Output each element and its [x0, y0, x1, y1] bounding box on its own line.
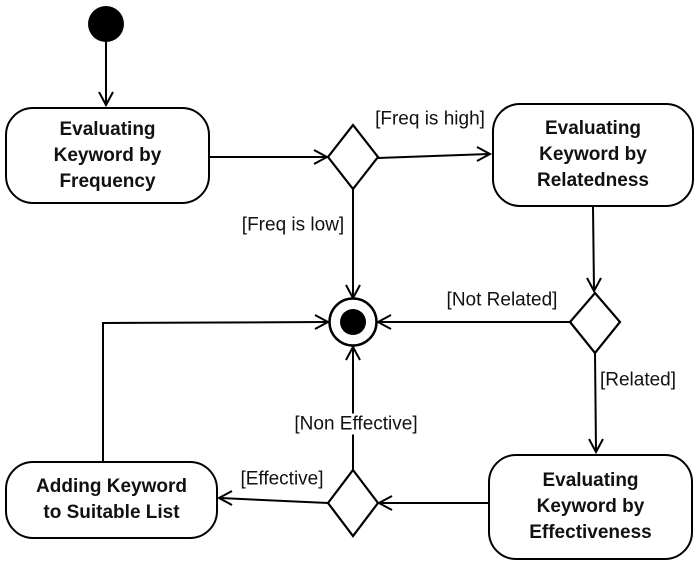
activity-label-adding: Adding Keyword to Suitable List	[36, 476, 187, 523]
edge-decision-to-final-not-related	[375, 314, 570, 330]
final-node	[328, 297, 378, 347]
initial-node	[88, 6, 124, 42]
edge-decision-to-adding	[216, 490, 329, 506]
guard-non-effective: [Non Effective]	[292, 413, 420, 435]
guard-effective: [Effective]	[238, 468, 326, 490]
edge-frequency-to-decision	[210, 149, 330, 165]
activity-label-frequency: Evaluating Keyword by Frequency	[53, 118, 162, 192]
guard-freq-is-low: [Freq is low]	[239, 214, 347, 236]
edge-decision-to-relatedness	[377, 146, 493, 162]
guard-related: [Related]	[597, 369, 679, 391]
guard-not-related: [Not Related]	[444, 289, 560, 311]
edge-decision-to-final-freq-low	[345, 189, 361, 301]
edge-decision-to-final-non-effective	[345, 344, 361, 470]
activity-label-effectiveness: Evaluating Keyword by Effectiveness	[529, 470, 652, 543]
edge-decision-to-effectiveness	[588, 352, 604, 455]
edge-initial-to-frequency	[98, 42, 114, 108]
activity-evaluating-keyword-by-effectiveness: Evaluating Keyword by Effectiveness	[488, 454, 693, 560]
edge-relatedness-to-decision	[586, 206, 602, 294]
activity-label-relatedness: Evaluating Keyword by Relatedness	[537, 118, 649, 191]
frequency-decision-diamond	[326, 123, 380, 191]
edge-adding-to-final	[102, 314, 331, 461]
guard-freq-is-high: [Freq is high]	[373, 108, 487, 130]
effectiveness-decision-diamond	[326, 468, 380, 538]
activity-evaluating-keyword-by-relatedness: Evaluating Keyword by Relatedness	[492, 103, 694, 207]
activity-evaluating-keyword-by-frequency: Evaluating Keyword by Frequency	[5, 107, 210, 204]
activity-adding-keyword-to-suitable-list: Adding Keyword to Suitable List	[5, 461, 218, 539]
edge-effectiveness-to-decision	[376, 495, 488, 511]
relatedness-decision-diamond	[568, 291, 622, 355]
